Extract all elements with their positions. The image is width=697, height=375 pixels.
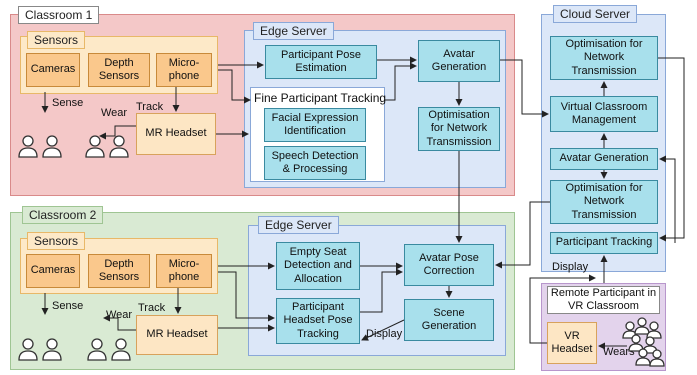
cloud-display-label: Display	[552, 261, 589, 273]
classroom-2-cameras: Cameras	[26, 254, 80, 288]
classroom-1-microphone: Micro-phone	[156, 53, 212, 87]
classroom-1-track-label: Track	[136, 101, 164, 113]
classroom-1-facial-expression: Facial Expression Identification	[264, 108, 366, 142]
cloud-server-title: Cloud Server	[553, 5, 638, 23]
classroom-1-cameras: Cameras	[26, 53, 80, 87]
classroom-1-mr-headset: MR Headset	[136, 113, 216, 155]
classroom-2-sense-label: Sense	[52, 300, 84, 312]
cloud-participant-tracking: Participant Tracking	[550, 232, 658, 254]
cloud-avatar-generation: Avatar Generation	[550, 148, 658, 170]
cloud-virtual-classroom: Virtual Classroom Management	[550, 96, 658, 132]
classroom-1-depth-sensors: Depth Sensors	[88, 53, 150, 87]
classroom-2-mr-headset: MR Headset	[136, 315, 218, 355]
remote-wears-label: Wears	[603, 346, 635, 358]
cloud-optimisation-top: Optimisation for Network Transmission	[550, 36, 658, 80]
classroom-2-wear-label: Wear	[106, 309, 133, 321]
classroom-1-title: Classroom 1	[18, 6, 100, 24]
classroom-2-sensors-title: Sensors	[27, 232, 86, 250]
classroom-1-optimisation: Optimisation for Network Transmission	[418, 107, 500, 151]
remote-vr-headset: VR Headset	[547, 322, 597, 364]
classroom-1-sense-label: Sense	[52, 97, 84, 109]
classroom-1-wear-label: Wear	[101, 107, 128, 119]
classroom-2-edge-title: Edge Server	[258, 216, 339, 234]
classroom-2-avatar-pose: Avatar Pose Correction	[404, 244, 494, 286]
classroom-2-microphone: Micro-phone	[156, 254, 212, 288]
classroom-2-headset-pose: Participant Headset Pose Tracking	[276, 298, 360, 344]
classroom-1-avatar-generation: Avatar Generation	[418, 40, 500, 82]
classroom-2-depth-sensors: Depth Sensors	[88, 254, 150, 288]
remote-participant-title: Remote Participant in VR Classroom	[547, 286, 660, 314]
classroom-2-scene-generation: Scene Generation	[404, 299, 494, 341]
cloud-optimisation-bottom: Optimisation for Network Transmission	[550, 180, 658, 224]
classroom-2-empty-seat: Empty Seat Detection and Allocation	[276, 242, 360, 290]
classroom-1-pose-estimation: Participant Pose Estimation	[265, 45, 377, 79]
classroom-1-fine-tracking-title: Fine Participant Tracking	[254, 91, 387, 105]
classroom-1-sensors-title: Sensors	[27, 31, 86, 49]
classroom-1-edge-title: Edge Server	[253, 22, 334, 40]
classroom-1-speech-detection: Speech Detection & Processing	[264, 146, 366, 180]
classroom-2-title: Classroom 2	[22, 206, 104, 224]
classroom-2-display-label: Display	[366, 328, 403, 340]
classroom-2-track-label: Track	[138, 302, 166, 314]
